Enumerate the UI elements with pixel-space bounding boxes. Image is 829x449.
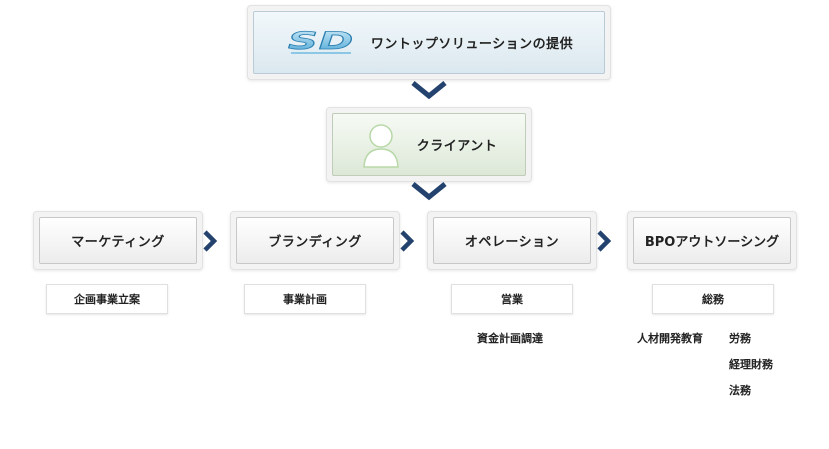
top-solution-label: ワントップソリューションの提供: [370, 37, 574, 52]
note-accounting: 経理財務: [729, 358, 773, 371]
stage-branding-label: ブランディング: [236, 217, 394, 264]
note-labor: 労務: [729, 332, 751, 345]
right-chevron-icon: [203, 230, 218, 252]
sub-business-plan: 事業計画: [244, 284, 366, 314]
note-legal: 法務: [729, 384, 751, 397]
stage-bpo-label: BPOアウトソーシング: [633, 217, 791, 264]
down-chevron-icon: [411, 81, 447, 100]
right-chevron-icon: [400, 230, 415, 252]
top-solution-panel: SD ワントップソリューションの提供: [253, 11, 605, 74]
stage-operation-label: オペレーション: [433, 217, 591, 264]
svg-text:SD: SD: [288, 29, 354, 55]
sub-general-affairs: 総務: [652, 284, 774, 314]
top-solution-box: SD ワントップソリューションの提供: [247, 5, 611, 80]
note-funding: 資金計画調達: [477, 332, 543, 345]
stage-marketing-label: マーケティング: [39, 217, 197, 264]
stage-marketing-box: マーケティング: [33, 211, 203, 270]
sub-sales: 営業: [451, 284, 573, 314]
sd-logo: SD: [287, 29, 354, 55]
note-hr-development: 人材開発教育: [637, 332, 703, 345]
client-label: クライアント: [416, 139, 498, 154]
person-icon: [362, 123, 399, 168]
stage-operation-box: オペレーション: [427, 211, 597, 270]
sub-planning: 企画事業立案: [46, 284, 168, 314]
right-chevron-icon: [597, 230, 612, 252]
client-panel: クライアント: [332, 113, 526, 176]
stage-branding-box: ブランディング: [230, 211, 400, 270]
stage-bpo-box: BPOアウトソーシング: [627, 211, 797, 270]
down-chevron-icon: [411, 182, 447, 201]
client-box: クライアント: [326, 107, 532, 182]
